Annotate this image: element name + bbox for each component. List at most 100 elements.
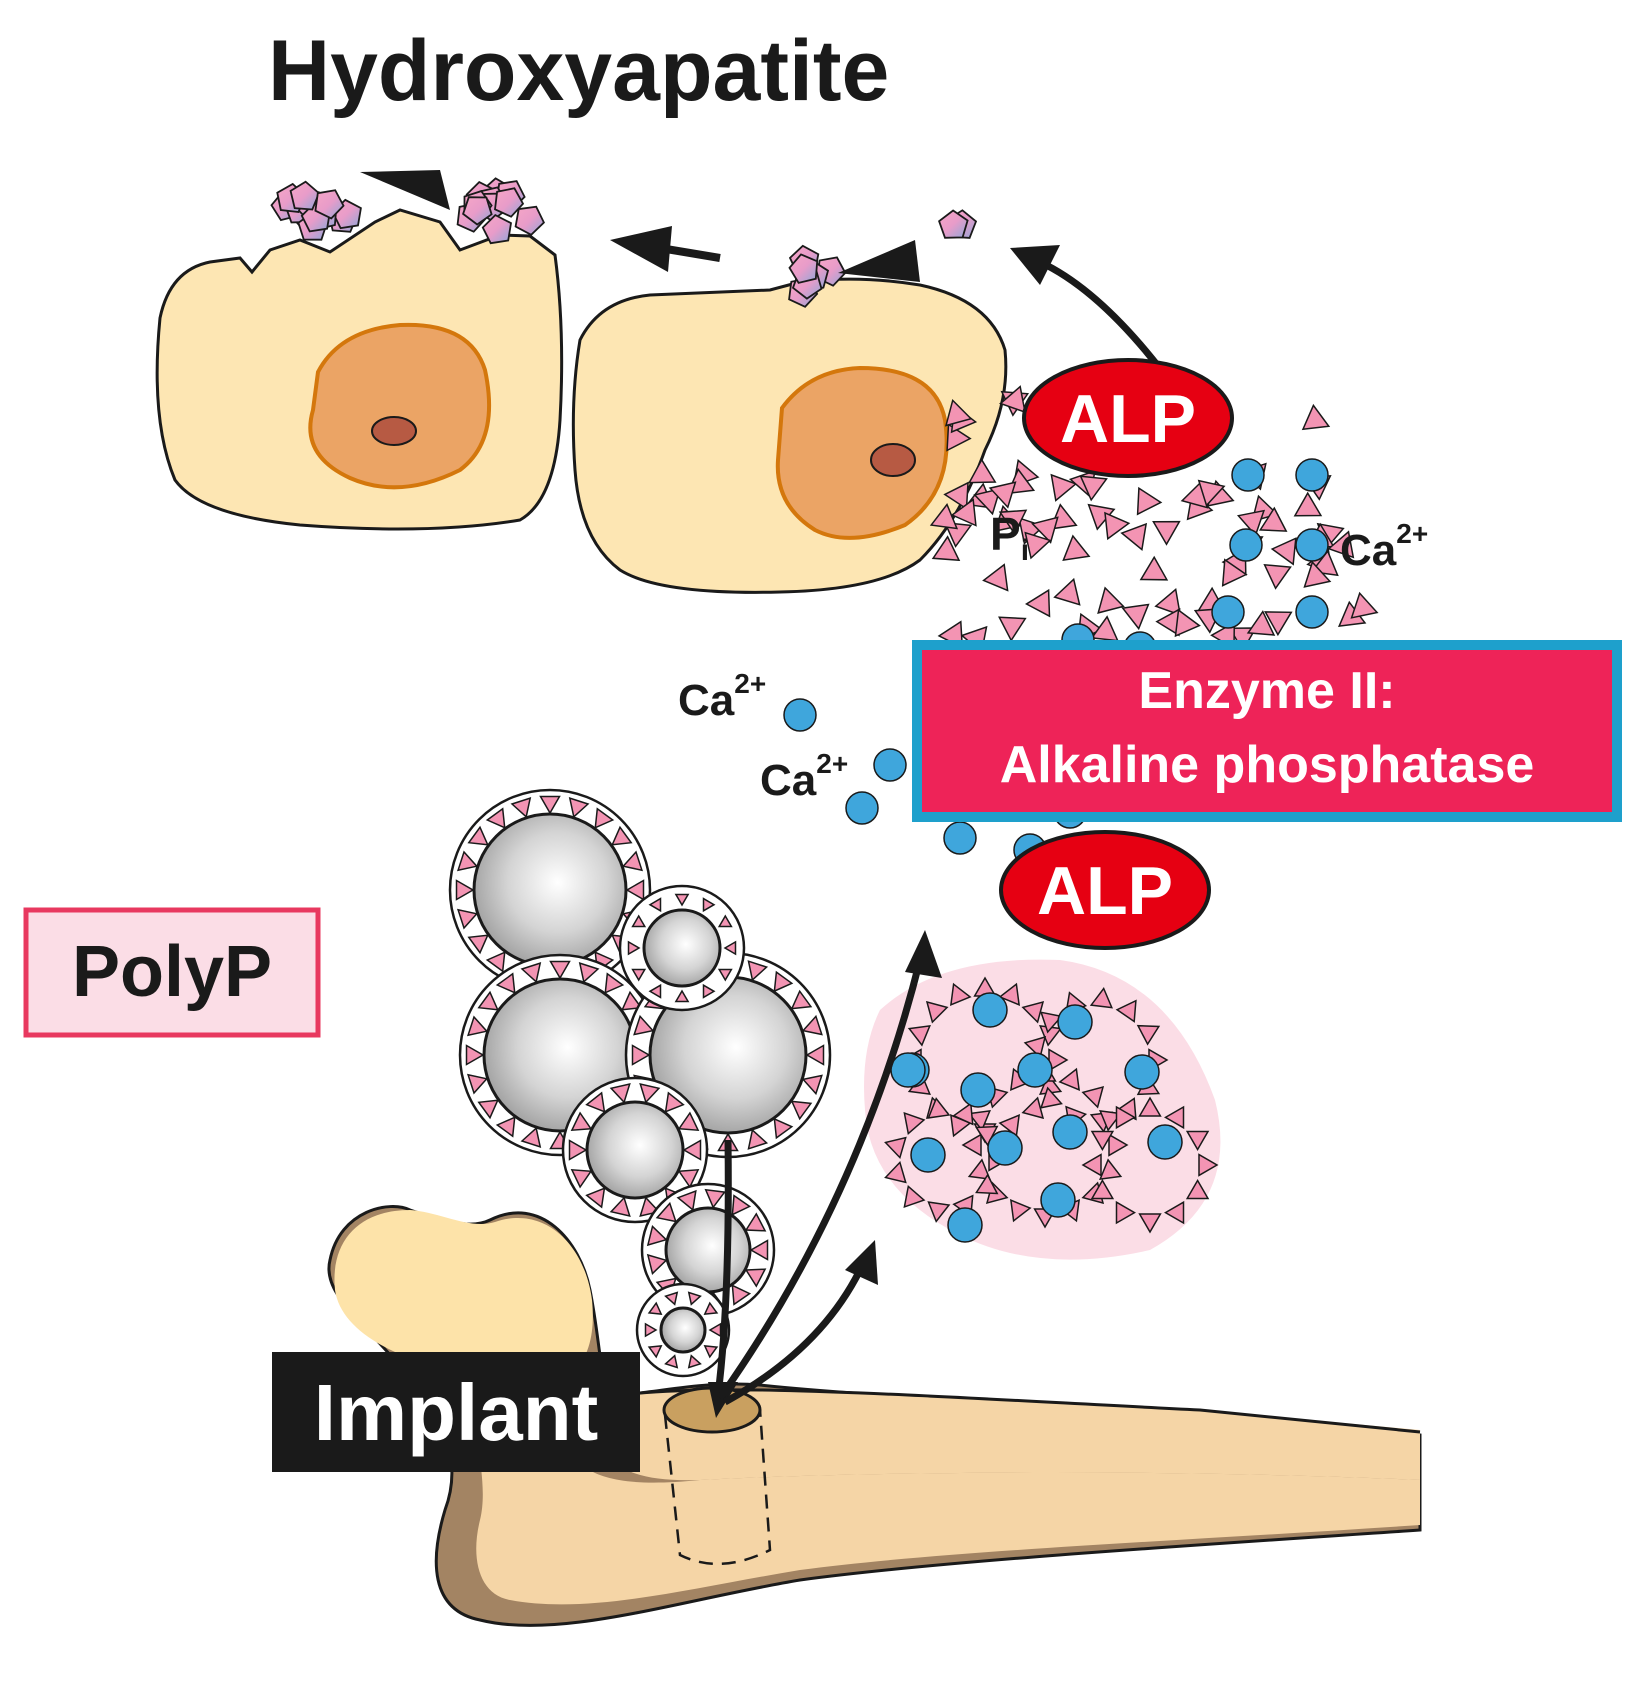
hydroxyapatite-crystal <box>462 196 493 226</box>
polyp-phosphate <box>549 960 571 980</box>
coacervate-calcium-ion <box>1057 1004 1093 1040</box>
phosphate-triangle <box>1236 509 1266 537</box>
phosphate-triangle <box>944 398 973 427</box>
polyp-phosphate <box>655 1201 677 1223</box>
coacervate-phosphate <box>884 1160 907 1184</box>
polyp-phosphate <box>664 1091 685 1113</box>
phosphate-triangle <box>1049 503 1078 530</box>
phosphate-triangle <box>1136 486 1163 516</box>
enzyme-box: Enzyme II: Alkaline phosphatase <box>912 640 1622 822</box>
coacervate-phosphate <box>1039 1011 1063 1034</box>
coacervate-phosphate <box>1099 1109 1123 1132</box>
polyp-phosphate <box>749 1239 769 1261</box>
polyp-sphere <box>659 1306 707 1354</box>
phosphate-triangle <box>988 481 1017 509</box>
phosphate-triangle <box>1121 603 1150 631</box>
phosphate-triangle <box>1062 534 1091 562</box>
phosphate-triangle <box>1090 615 1119 642</box>
polyp-phosphate <box>495 972 516 994</box>
polyp-phosphate <box>664 1291 679 1306</box>
polyp-phosphate <box>621 990 643 1011</box>
polyp-phosphate <box>633 1014 655 1036</box>
calcium-ion <box>1295 528 1329 562</box>
phosphate-triangle <box>1264 611 1293 637</box>
alp-label-lower: ALP <box>1037 853 1173 929</box>
title-hydroxyapatite: Hydroxyapatite <box>268 23 889 119</box>
phosphate-triangle <box>1024 588 1051 618</box>
arrow-alp-curve <box>1038 258 1168 378</box>
polyp-phosphate <box>477 990 499 1011</box>
bone-marrow <box>470 1388 1420 1605</box>
polyp-phosphate <box>485 951 506 973</box>
coacervate-phosphate <box>1115 1200 1136 1225</box>
phosphate-triangle <box>1079 475 1108 502</box>
hydroxyapatite-crystal <box>314 189 345 220</box>
coacervate-phosphate <box>1081 1153 1102 1177</box>
coacervate-phosphate <box>967 1158 991 1181</box>
coacervate-phosphate <box>952 1102 974 1126</box>
polyp-phosphate <box>731 1194 752 1216</box>
polyp-phosphate <box>801 1014 823 1036</box>
calcium-ion <box>1229 528 1263 562</box>
hydroxyapatite-crystal <box>938 209 969 239</box>
polyp-sphere <box>664 1206 752 1294</box>
coacervate-phosphate <box>967 1109 991 1132</box>
polyp-phosphate <box>703 1301 719 1315</box>
coacervate-phosphate <box>927 1097 951 1119</box>
enzyme-box-line2: Alkaline phosphatase <box>1000 736 1535 794</box>
polyp-phosphate <box>585 1187 606 1209</box>
top-arrows <box>360 170 1168 378</box>
phosphate-triangle <box>1263 563 1292 590</box>
phosphate-triangle <box>998 509 1028 536</box>
polyp-phosphate <box>687 1354 702 1369</box>
coacervate-calcium-ion <box>1147 1124 1183 1160</box>
cell-right-nucleolus <box>870 443 916 477</box>
phosphate-triangle <box>929 503 959 530</box>
bone-head <box>334 1210 593 1370</box>
calcium-ion <box>1295 458 1329 492</box>
pi-label-sub: i <box>1021 534 1029 567</box>
calcium-ion <box>1231 458 1265 492</box>
phosphate-triangle <box>1270 537 1297 566</box>
coacervate-calcium-ion <box>1124 1054 1160 1090</box>
polyp-phosphate <box>466 1073 489 1095</box>
phosphate-triangle <box>931 535 961 562</box>
coacervate-phosphate <box>1009 1199 1032 1223</box>
alp-enzyme-lower: ALP <box>999 830 1211 950</box>
cell-left-nucleolus <box>371 416 417 446</box>
arrow-to-alp <box>717 959 924 1401</box>
polyp-phosphate <box>495 1116 516 1138</box>
polyp-microparticles <box>448 788 832 1378</box>
ca-label-mid-2: Ca2+ <box>760 748 848 805</box>
polyp-phosphate <box>677 1168 700 1189</box>
polyp-phosphate <box>467 934 489 955</box>
bone <box>327 1205 1422 1627</box>
ca-label-right: Ca2+ <box>1340 518 1428 575</box>
arrow-to-alp-head <box>905 930 942 978</box>
ca-label-mid-2-sup: 2+ <box>816 748 848 779</box>
coacervate-phosphate <box>1099 1158 1123 1181</box>
phosphate-triangle <box>968 458 997 484</box>
calcium-ion <box>783 698 817 732</box>
polyp-phosphate <box>456 850 479 872</box>
hydroxyapatite-crystal <box>481 214 512 245</box>
polyp-phosphate <box>646 1225 668 1247</box>
polyp-phosphate <box>723 940 737 956</box>
ca-label-mid-2-main: Ca <box>760 756 817 805</box>
polyp-phosphate <box>790 1100 813 1121</box>
polyp-phosphate <box>485 807 506 829</box>
coacervate-phosphate <box>1115 999 1137 1023</box>
polyp-phosphate <box>631 914 647 928</box>
coacervate-phosphate <box>975 1173 999 1195</box>
enzyme-box-rect <box>912 640 1622 822</box>
polyp-phosphate <box>677 1111 700 1132</box>
coacervate-phosphate <box>1090 1179 1115 1200</box>
coacervate-phosphate <box>1185 1179 1210 1200</box>
polyp-phosphate <box>717 914 733 928</box>
calcium-ion <box>1211 595 1245 629</box>
alp-ellipse-lower <box>999 830 1211 950</box>
bone-upper-edge <box>599 1388 1421 1434</box>
polyp-phosphate <box>510 796 532 819</box>
phosphate-triangle <box>1303 560 1332 588</box>
phosphate-triangle <box>1031 516 1059 544</box>
